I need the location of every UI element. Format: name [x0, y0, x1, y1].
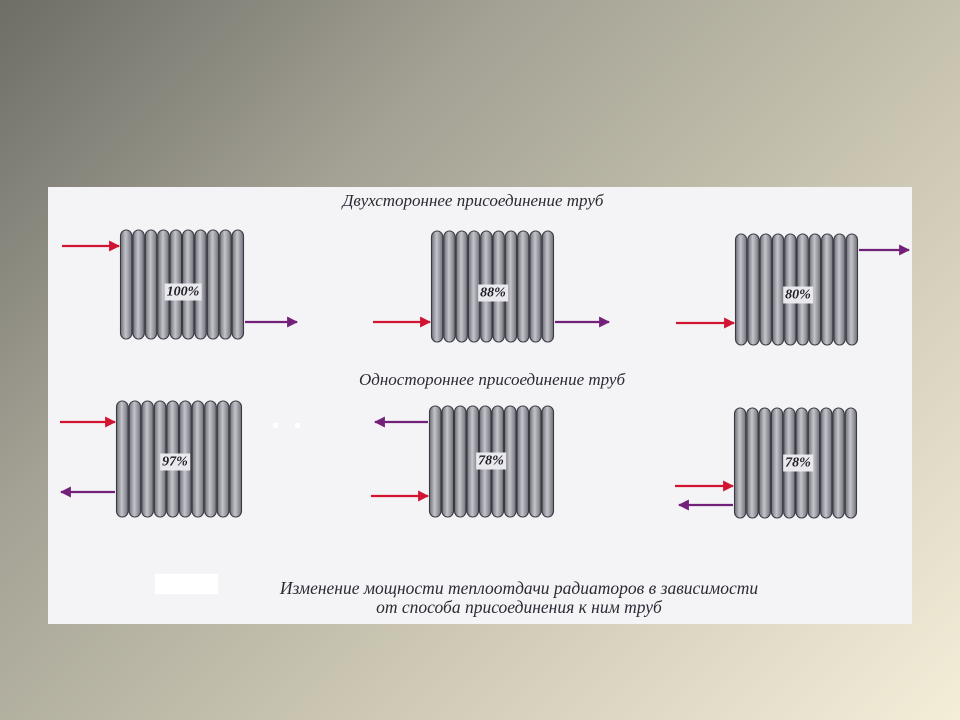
stray-mark	[273, 423, 278, 428]
radiator-fin	[455, 230, 468, 343]
radiator-fin	[820, 407, 833, 519]
stray-mark	[295, 423, 300, 428]
radiator-fin	[517, 230, 530, 343]
radiator-fin	[204, 400, 217, 518]
radiator-fin	[428, 405, 442, 518]
caption-line-1: Изменение мощности теплоотдачи радиаторо…	[279, 578, 759, 598]
radiator-fin	[759, 233, 772, 346]
radiator-1-efficiency: 100%	[164, 283, 202, 301]
radiator-5	[428, 405, 555, 518]
figure-caption: Изменение мощности теплоотдачи радиаторо…	[280, 579, 758, 617]
radiator-fin	[219, 229, 232, 340]
radiator-6	[733, 407, 858, 519]
radiator-fin	[441, 405, 455, 518]
radiator-fin	[516, 405, 530, 518]
radiator-fin	[733, 407, 747, 519]
radiator-fin	[746, 407, 759, 519]
radiator-fin	[541, 405, 555, 518]
radiator-fin	[844, 407, 858, 519]
radiator-fin	[734, 233, 748, 346]
radiator-fin	[770, 407, 784, 519]
radiator-fin	[821, 233, 834, 346]
radiator-fin	[845, 233, 859, 346]
radiator-fin	[128, 400, 142, 518]
diagram-panel: Двухстороннее присоединение труб Односто…	[48, 187, 912, 624]
radiator-fin	[528, 405, 542, 518]
radiator-fin	[758, 407, 771, 519]
radiator-fin	[141, 400, 154, 518]
caption-line-2: от способа присоединения к ним труб	[376, 597, 662, 617]
two-sided-heading: Двухстороннее присоединение труб	[342, 191, 604, 210]
radiator-4	[115, 400, 243, 518]
radiator-fin	[119, 229, 133, 340]
radiator-fin	[529, 230, 542, 343]
radiator-fin	[833, 233, 846, 346]
one-sided-heading: Одностороннее присоединение труб	[358, 370, 626, 389]
radiator-fin	[229, 400, 243, 518]
radiator-fin	[144, 229, 158, 340]
blank-patch	[155, 574, 218, 594]
radiator-fin	[216, 400, 230, 518]
radiator-fin	[206, 229, 220, 340]
radiator-fin	[832, 407, 845, 519]
radiator-4-efficiency: 97%	[160, 453, 190, 471]
radiator-fin	[132, 229, 145, 340]
radiator-fin	[747, 233, 760, 346]
radiator-3-efficiency: 80%	[783, 286, 813, 304]
diagram-canvas	[59, 229, 911, 519]
radiator-fin	[191, 400, 205, 518]
radiator-3	[734, 233, 859, 346]
radiator-fin	[503, 405, 517, 518]
radiator-fin	[771, 233, 785, 346]
radiator-5-efficiency: 78%	[476, 452, 506, 470]
radiator-fin	[430, 230, 444, 343]
radiator-fin	[231, 229, 245, 340]
radiator-6-efficiency: 78%	[783, 454, 813, 472]
radiator-fin	[115, 400, 129, 518]
radiator-2-efficiency: 88%	[478, 284, 508, 302]
radiator-fin	[541, 230, 555, 343]
radiator-fin	[443, 230, 456, 343]
radiator-fin	[453, 405, 467, 518]
